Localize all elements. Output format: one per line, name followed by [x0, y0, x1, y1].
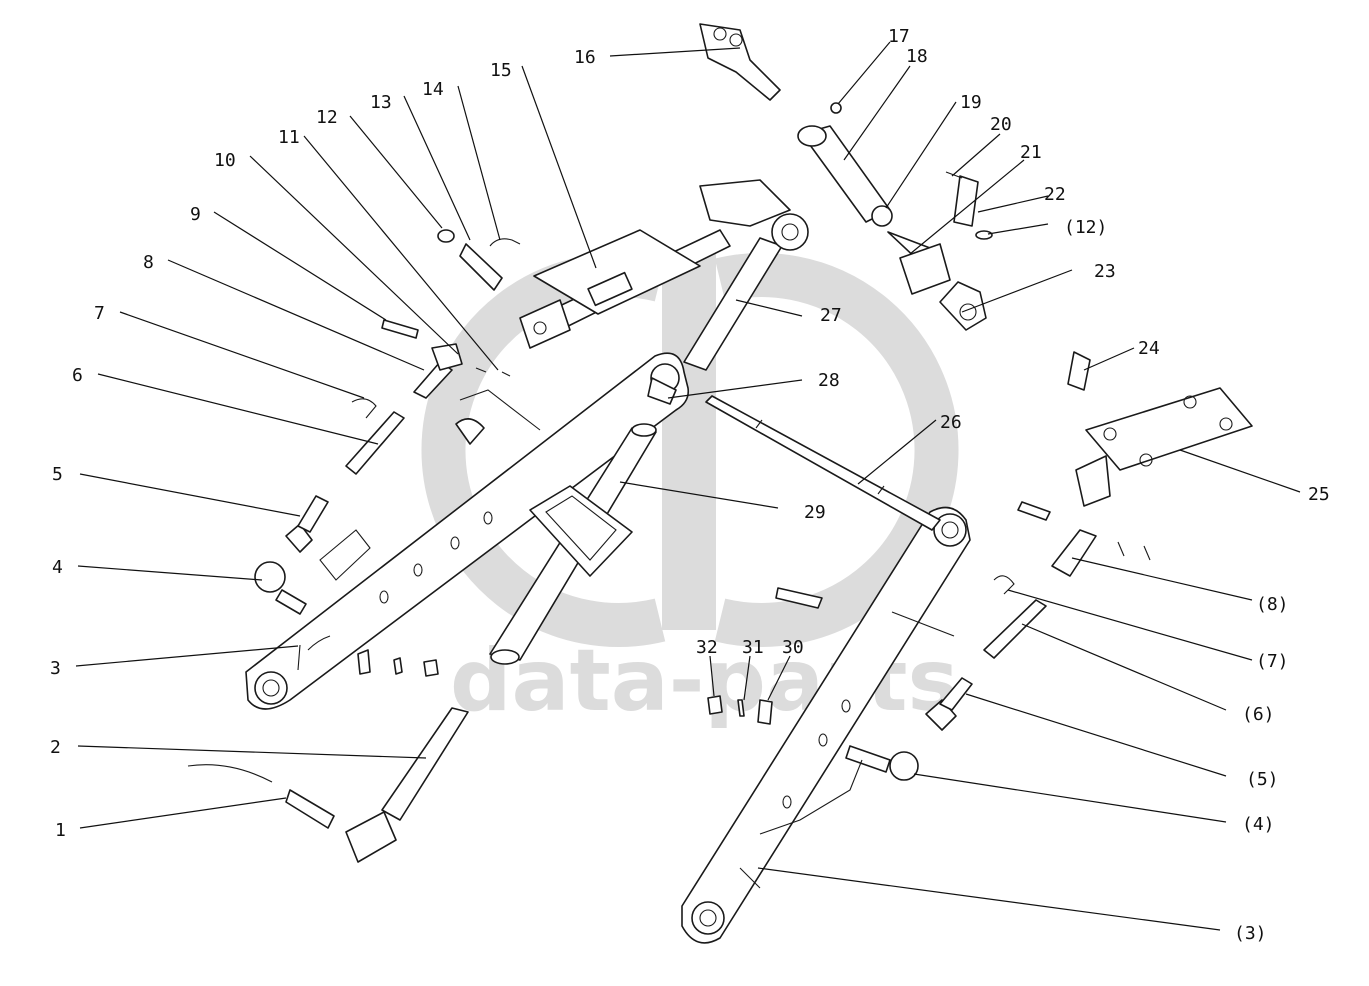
- callout-22: 22: [1044, 184, 1066, 205]
- callout-11: 11: [278, 127, 300, 148]
- callout-23: 23: [1094, 261, 1116, 282]
- left-small-parts: [187, 229, 541, 863]
- leader-lines: [75, 41, 1301, 931]
- top-link: [519, 179, 791, 349]
- callout-4b: (4): [1242, 814, 1275, 835]
- callout-7b: (7): [1256, 651, 1289, 672]
- callout-1: 1: [55, 820, 66, 841]
- callout-6: 6: [72, 365, 83, 386]
- callout-29: 29: [804, 502, 826, 523]
- callout-24: 24: [1138, 338, 1160, 359]
- callout-12: 12: [316, 107, 338, 128]
- callout-5: 5: [52, 464, 63, 485]
- callout-27: 27: [820, 305, 842, 326]
- callout-5b: (5): [1246, 769, 1279, 790]
- cross-shaft: [705, 395, 941, 531]
- right-lift-rod: [683, 213, 809, 371]
- callout-30: 30: [782, 637, 804, 658]
- callout-26: 26: [940, 412, 962, 433]
- callout-18: 18: [906, 46, 928, 67]
- callout-19: 19: [960, 92, 982, 113]
- callout-28: 28: [818, 370, 840, 391]
- callout-15: 15: [490, 60, 512, 81]
- callout-12b: (12): [1064, 217, 1107, 238]
- callout-8b: (8): [1256, 594, 1289, 615]
- callout-25: 25: [1308, 484, 1330, 505]
- right-small-parts: [647, 351, 1253, 835]
- callout-labels: 1 2 3 4 5 6 7 8 9 10 11 12 13 14 15 16 1…: [50, 26, 1330, 944]
- callout-9: 9: [190, 204, 201, 225]
- callout-2: 2: [50, 737, 61, 758]
- left-lower-link: [245, 352, 690, 710]
- callout-17: 17: [888, 26, 910, 47]
- callout-20: 20: [990, 114, 1012, 135]
- callout-8: 8: [143, 252, 154, 273]
- callout-7: 7: [94, 303, 105, 324]
- callout-21: 21: [1020, 142, 1042, 163]
- callout-3: 3: [50, 658, 61, 679]
- callout-4: 4: [52, 557, 63, 578]
- callout-3b: (3): [1234, 923, 1267, 944]
- part-16-clevis: [699, 23, 781, 101]
- right-lower-link: [681, 506, 971, 944]
- callout-13: 13: [370, 92, 392, 113]
- callout-14: 14: [422, 79, 444, 100]
- left-lift-rod: [489, 423, 657, 665]
- callout-31: 31: [742, 637, 764, 658]
- callout-6b: (6): [1242, 704, 1275, 725]
- callout-16: 16: [574, 47, 596, 68]
- watermark-logo: data-parts: [421, 250, 959, 731]
- callout-32: 32: [696, 637, 718, 658]
- callout-10: 10: [214, 150, 236, 171]
